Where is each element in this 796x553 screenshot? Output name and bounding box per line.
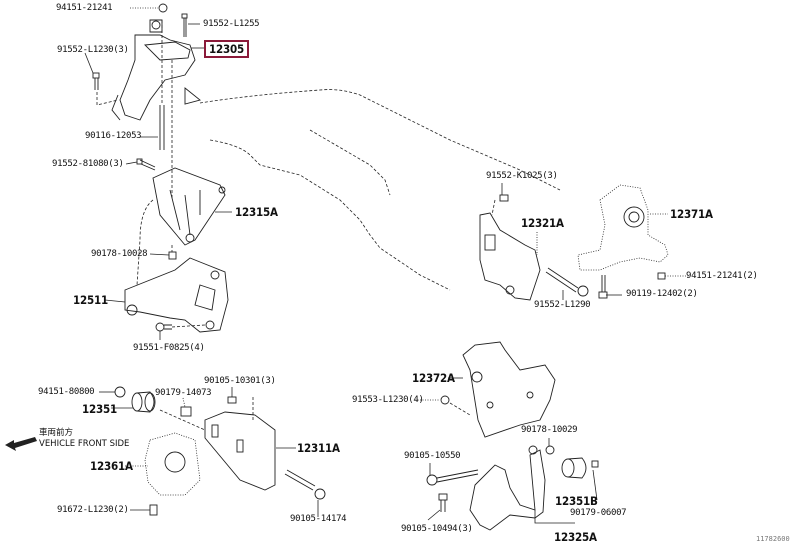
bolt-90105-14174[interactable] bbox=[284, 469, 326, 500]
part-label-94151-21241[interactable]: 94151-21241 bbox=[56, 3, 113, 13]
bolt-90105-10494[interactable] bbox=[438, 493, 448, 512]
bolt-90119-12402[interactable] bbox=[598, 275, 608, 299]
part-label-90105-14174[interactable]: 90105-14174 bbox=[290, 514, 347, 524]
part-label-90105-10550[interactable]: 90105-10550 bbox=[404, 451, 461, 461]
part-label-90105-10494[interactable]: 90105-10494(3) bbox=[401, 524, 473, 534]
nut-94151-21241-2[interactable] bbox=[657, 272, 666, 280]
part-label-12321A[interactable]: 12321A bbox=[521, 216, 564, 230]
mount-12371A[interactable] bbox=[577, 184, 669, 271]
vehicle-front-side-note: 車両前方 VEHICLE FRONT SIDE bbox=[39, 428, 129, 450]
note-japanese: 車両前方 bbox=[39, 428, 74, 438]
nut-90178-10028[interactable] bbox=[136, 199, 177, 286]
part-label-12325A[interactable]: 12325A bbox=[554, 530, 597, 544]
engine-outline bbox=[199, 89, 561, 291]
bracket-12315A[interactable] bbox=[152, 167, 226, 246]
part-label-12372A[interactable]: 12372A bbox=[412, 371, 455, 385]
mount-12372A[interactable] bbox=[462, 341, 556, 438]
part-label-12351B[interactable]: 12351B bbox=[555, 494, 598, 508]
part-label-90178-10029[interactable]: 90178-10029 bbox=[521, 425, 578, 435]
bushing-12351B[interactable] bbox=[561, 457, 587, 479]
part-label-12511[interactable]: 12511 bbox=[73, 293, 108, 307]
part-label-91552-L1290[interactable]: 91552-L1290 bbox=[534, 300, 591, 310]
bolt-90105-10550[interactable] bbox=[426, 469, 479, 486]
nut-90179-14073[interactable] bbox=[180, 406, 192, 417]
part-label-90179-06007[interactable]: 90179-06007 bbox=[570, 508, 627, 518]
nut-90178-10029[interactable] bbox=[528, 445, 555, 455]
part-label-12351[interactable]: 12351 bbox=[82, 402, 117, 416]
part-label-90178-10028[interactable]: 90178-10028 bbox=[91, 249, 148, 259]
bracket-12311A[interactable] bbox=[159, 397, 276, 491]
bolt-91552-L1290[interactable] bbox=[545, 267, 589, 297]
nut-94151-21241[interactable] bbox=[158, 3, 168, 13]
part-label-12305-highlighted[interactable]: 12305 bbox=[204, 40, 249, 58]
stud-90116-12053[interactable] bbox=[159, 20, 173, 200]
part-label-90105-10301[interactable]: 90105-10301(3) bbox=[204, 376, 276, 386]
part-label-90119-12402[interactable]: 90119-12402(2) bbox=[626, 289, 698, 299]
note-english: VEHICLE FRONT SIDE bbox=[39, 439, 130, 449]
bushing-12351[interactable] bbox=[131, 391, 156, 413]
part-label-12311A[interactable]: 12311A bbox=[297, 441, 340, 455]
bolt-91552-L1230[interactable] bbox=[92, 72, 119, 106]
bolt-91552-K1025[interactable] bbox=[491, 194, 509, 216]
part-label-91551-F0825[interactable]: 91551-F0825(4) bbox=[133, 343, 205, 353]
part-label-91552-L1255[interactable]: 91552-L1255 bbox=[203, 19, 260, 29]
part-label-90179-14073[interactable]: 90179-14073 bbox=[155, 388, 212, 398]
illustration-code: 11782600 bbox=[756, 535, 790, 543]
engine-mount-12305[interactable] bbox=[111, 19, 201, 121]
bracket-12321A[interactable] bbox=[479, 212, 541, 301]
nut-94151-80800[interactable] bbox=[114, 386, 126, 398]
nut-90179-06007[interactable] bbox=[591, 460, 599, 468]
part-label-94151-80800[interactable]: 94151-80800 bbox=[38, 387, 95, 397]
part-label-90116-12053[interactable]: 90116-12053 bbox=[85, 131, 142, 141]
part-label-91672-L1230[interactable]: 91672-L1230(2) bbox=[57, 505, 129, 515]
bolt-90105-10301[interactable] bbox=[227, 396, 237, 404]
part-label-12371A[interactable]: 12371A bbox=[670, 207, 713, 221]
bolt-91552-L1255[interactable] bbox=[181, 13, 188, 37]
part-label-91552-81080[interactable]: 91552-81080(3) bbox=[52, 159, 124, 169]
bolt-91552-81080[interactable] bbox=[136, 158, 156, 171]
part-label-91552-K1025[interactable]: 91552-K1025(3) bbox=[486, 171, 558, 181]
vehicle-front-arrow-icon bbox=[5, 437, 37, 451]
part-label-12315A[interactable]: 12315A bbox=[235, 205, 278, 219]
bolt-91553-L1230[interactable] bbox=[440, 395, 471, 416]
bolt-91672-L1230[interactable] bbox=[149, 504, 158, 516]
part-label-91552-L1230[interactable]: 91552-L1230(3) bbox=[57, 45, 129, 55]
bracket-12325A[interactable] bbox=[469, 449, 546, 531]
mount-12361A[interactable] bbox=[144, 432, 201, 496]
part-label-91553-L1230[interactable]: 91553-L1230(4) bbox=[352, 395, 424, 405]
bracket-12511[interactable] bbox=[124, 257, 229, 333]
part-label-94151-21241-2[interactable]: 94151-21241(2) bbox=[686, 271, 758, 281]
part-label-12361A[interactable]: 12361A bbox=[90, 459, 133, 473]
leader-lines bbox=[84, 7, 690, 524]
